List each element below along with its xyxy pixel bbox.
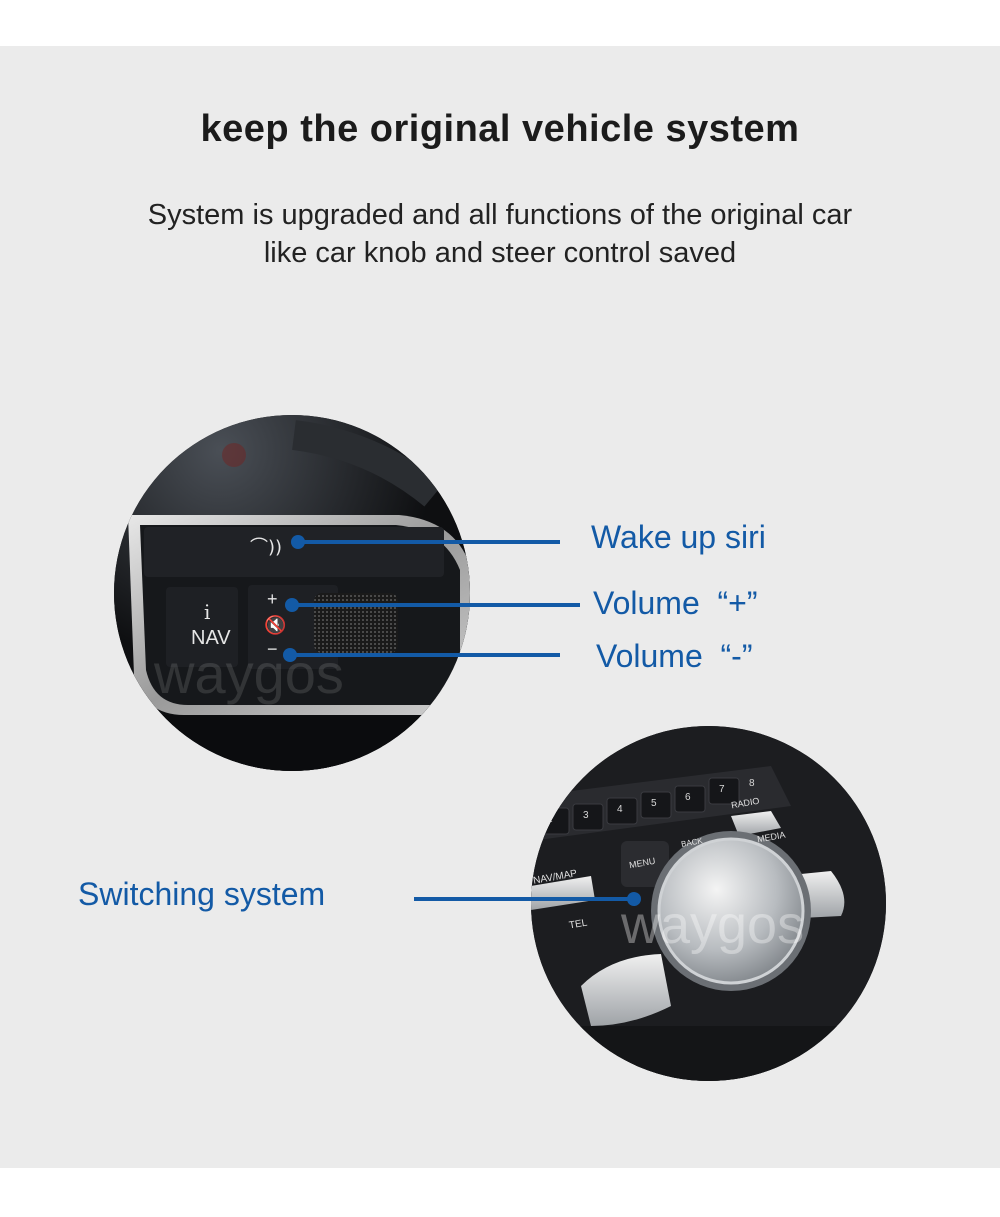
switching-pointer-dot [627,892,641,906]
console-knob-illustration [531,726,886,1081]
volume-plus-button[interactable]: + [267,589,278,609]
preset-keys: 2 3 4 5 6 7 8 [543,778,755,834]
page-description: System is upgraded and all functions of … [50,196,950,272]
preset-key-3[interactable]: 3 [583,810,589,821]
volume-minus-label: Volume “-” [596,638,753,674]
console-knob-photo: 2 3 4 5 6 7 8 RADIO MEDIA BACK MENU NAV/… [531,726,886,1081]
volume-minus-button[interactable]: − [267,639,278,659]
nav-button[interactable]: NAV [191,627,231,649]
wake-siri-label: Wake up siri [591,519,766,555]
preset-key-7[interactable]: 7 [719,784,725,795]
volume-plus-pointer-line [292,603,580,607]
volume-minus-pointer-line [290,653,560,657]
preset-key-5[interactable]: 5 [651,798,657,809]
volume-plus-label: Volume “+” [593,585,758,621]
description-line-1: System is upgraded and all functions of … [147,199,853,231]
steering-wheel-photo: ⌒)) i NAV + 🔇 − waygos [114,415,470,771]
steering-wheel-illustration [114,415,470,771]
siri-voice-icon[interactable]: ⌒)) [250,537,283,558]
preset-key-2[interactable]: 2 [547,814,553,825]
siri-pointer-line [298,540,560,544]
info-icon: i [204,600,211,624]
preset-key-6[interactable]: 6 [685,792,691,803]
switching-pointer-line [414,897,634,901]
mute-icon[interactable]: 🔇 [264,615,287,636]
switching-system-label: Switching system [78,876,326,912]
preset-key-4[interactable]: 4 [617,804,623,815]
description-line-2: like car knob and steer control saved [263,237,737,269]
page-title: keep the original vehicle system [200,108,800,150]
watermark: waygos [621,895,805,955]
watermark: waygos [154,642,344,705]
preset-key-8[interactable]: 8 [749,778,755,789]
